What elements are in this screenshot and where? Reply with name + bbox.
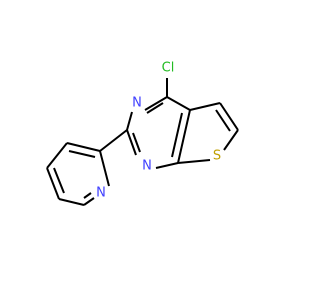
bond-c5prime-c6prime	[58, 198, 85, 206]
bond-c5-c6-inner	[215, 109, 231, 132]
nitrogen-atom-label: N	[96, 186, 106, 201]
bond-c2-c2prime	[99, 129, 128, 152]
bond-c7a-c4a-inner	[171, 112, 183, 158]
bond-c2-n1	[126, 129, 137, 156]
bond-c3prime-c4prime	[46, 142, 68, 169]
bond-c6prime-npyr	[83, 197, 95, 206]
bond-c2-n1-inner	[132, 132, 141, 153]
bond-c2prime-c3prime-inner	[68, 150, 96, 158]
bond-c5-c6	[219, 102, 239, 131]
bond-c2prime-c3prime	[66, 142, 101, 152]
bond-c7a-c4a	[177, 109, 191, 164]
bond-c4-n3	[144, 96, 168, 111]
bond-c4prime-c5prime-inner	[53, 167, 65, 194]
chemical-structure: Cl N N S N	[46, 61, 239, 206]
atom-label-layer: Cl N N S N	[96, 61, 221, 201]
bond-c4-n3-inner	[146, 102, 164, 114]
bond-c4prime-c5prime	[46, 167, 60, 200]
bond-npyr-c2prime	[99, 150, 110, 187]
bond-n3-c2	[126, 111, 133, 131]
bond-c6-s	[223, 129, 239, 151]
bond-c4a-c4	[166, 96, 191, 111]
bond-c4a-c5	[189, 102, 221, 111]
bond-s-c7a	[177, 159, 211, 164]
nitrogen-atom-label: N	[132, 96, 142, 111]
bond-n1-c7a	[155, 162, 179, 169]
bond-layer	[46, 78, 239, 206]
chlorine-atom-label: Cl	[162, 61, 175, 76]
sulfur-atom-label: S	[213, 149, 221, 164]
nitrogen-atom-label: N	[142, 159, 152, 174]
bond-c6prime-npyr-inner	[83, 192, 92, 199]
